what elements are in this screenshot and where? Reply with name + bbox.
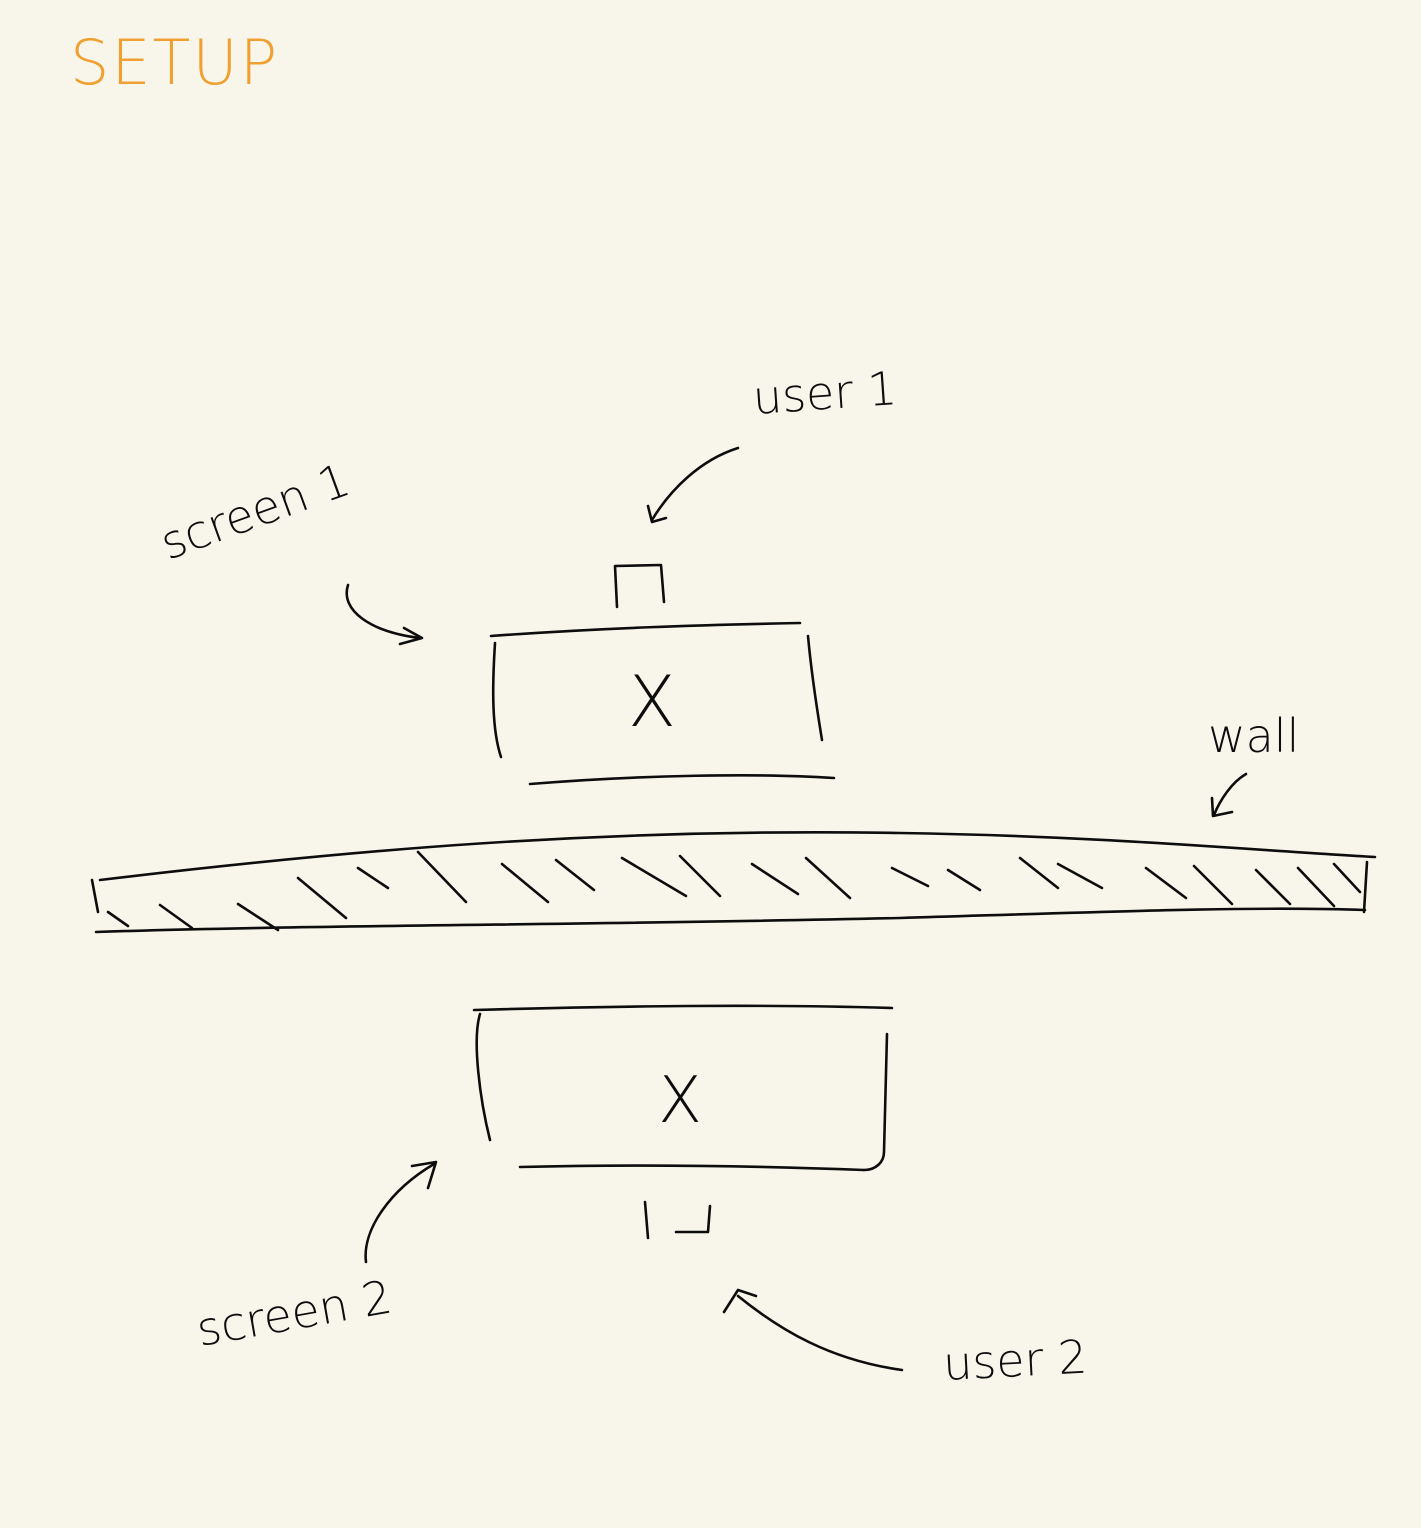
screen-2: X: [472, 1004, 894, 1172]
wall-right-end: [1362, 860, 1369, 914]
user-2-label: user 2: [942, 1330, 1089, 1391]
wall-left-end: [90, 878, 100, 914]
screen-1-left-edge: [491, 641, 503, 759]
screen-1: X: [489, 621, 836, 786]
diagram-title: SETUP: [70, 26, 279, 99]
user-2-arrow: [722, 1288, 904, 1372]
wall-arrow: [1210, 772, 1248, 818]
wall-top-edge: [98, 830, 1377, 882]
screen-2-bottom-edge: [518, 1164, 866, 1172]
user-2-figure: [643, 1200, 712, 1240]
screen-1-bottom-edge: [528, 774, 836, 786]
screen-1-label: screen 1: [153, 452, 356, 570]
wall-hatching: [106, 850, 1362, 932]
screen-1-mark: X: [628, 661, 676, 743]
screen-1-right-edge: [806, 634, 824, 742]
screen-1-top-edge: [489, 621, 802, 638]
user-1-figure: [613, 563, 666, 609]
user-1-label: user 1: [751, 361, 899, 425]
screen-2-left-edge: [475, 1012, 492, 1142]
screen-2-right-edge: [862, 1032, 889, 1172]
screen-1-arrow: [345, 583, 424, 646]
wall-label: wall: [1208, 709, 1299, 763]
user-1-arrow: [646, 446, 740, 524]
screen-2-arrow: [364, 1160, 438, 1264]
screen-2-top-edge: [472, 1004, 894, 1012]
screen-2-mark: X: [658, 1064, 702, 1138]
screen-2-label: screen 2: [193, 1269, 396, 1356]
wall: [90, 830, 1377, 934]
wall-bottom-edge: [94, 907, 1367, 934]
